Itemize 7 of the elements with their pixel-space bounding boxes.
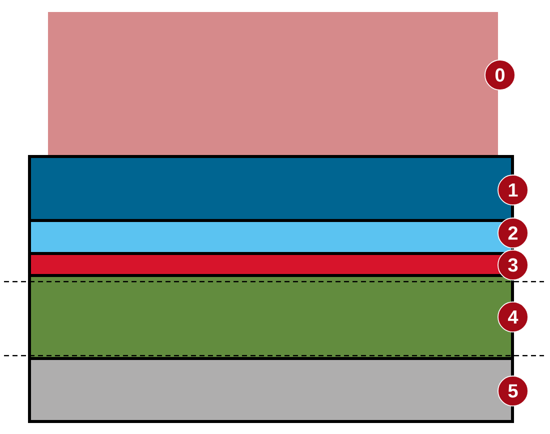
callout-number: 3 bbox=[498, 250, 528, 280]
callout-number: 5 bbox=[498, 376, 528, 406]
callout-number: 2 bbox=[498, 218, 528, 248]
callout-number: 0 bbox=[484, 60, 516, 90]
callout-number: 4 bbox=[498, 302, 528, 332]
layer-band bbox=[28, 252, 506, 274]
callout-number: 1 bbox=[498, 174, 528, 206]
